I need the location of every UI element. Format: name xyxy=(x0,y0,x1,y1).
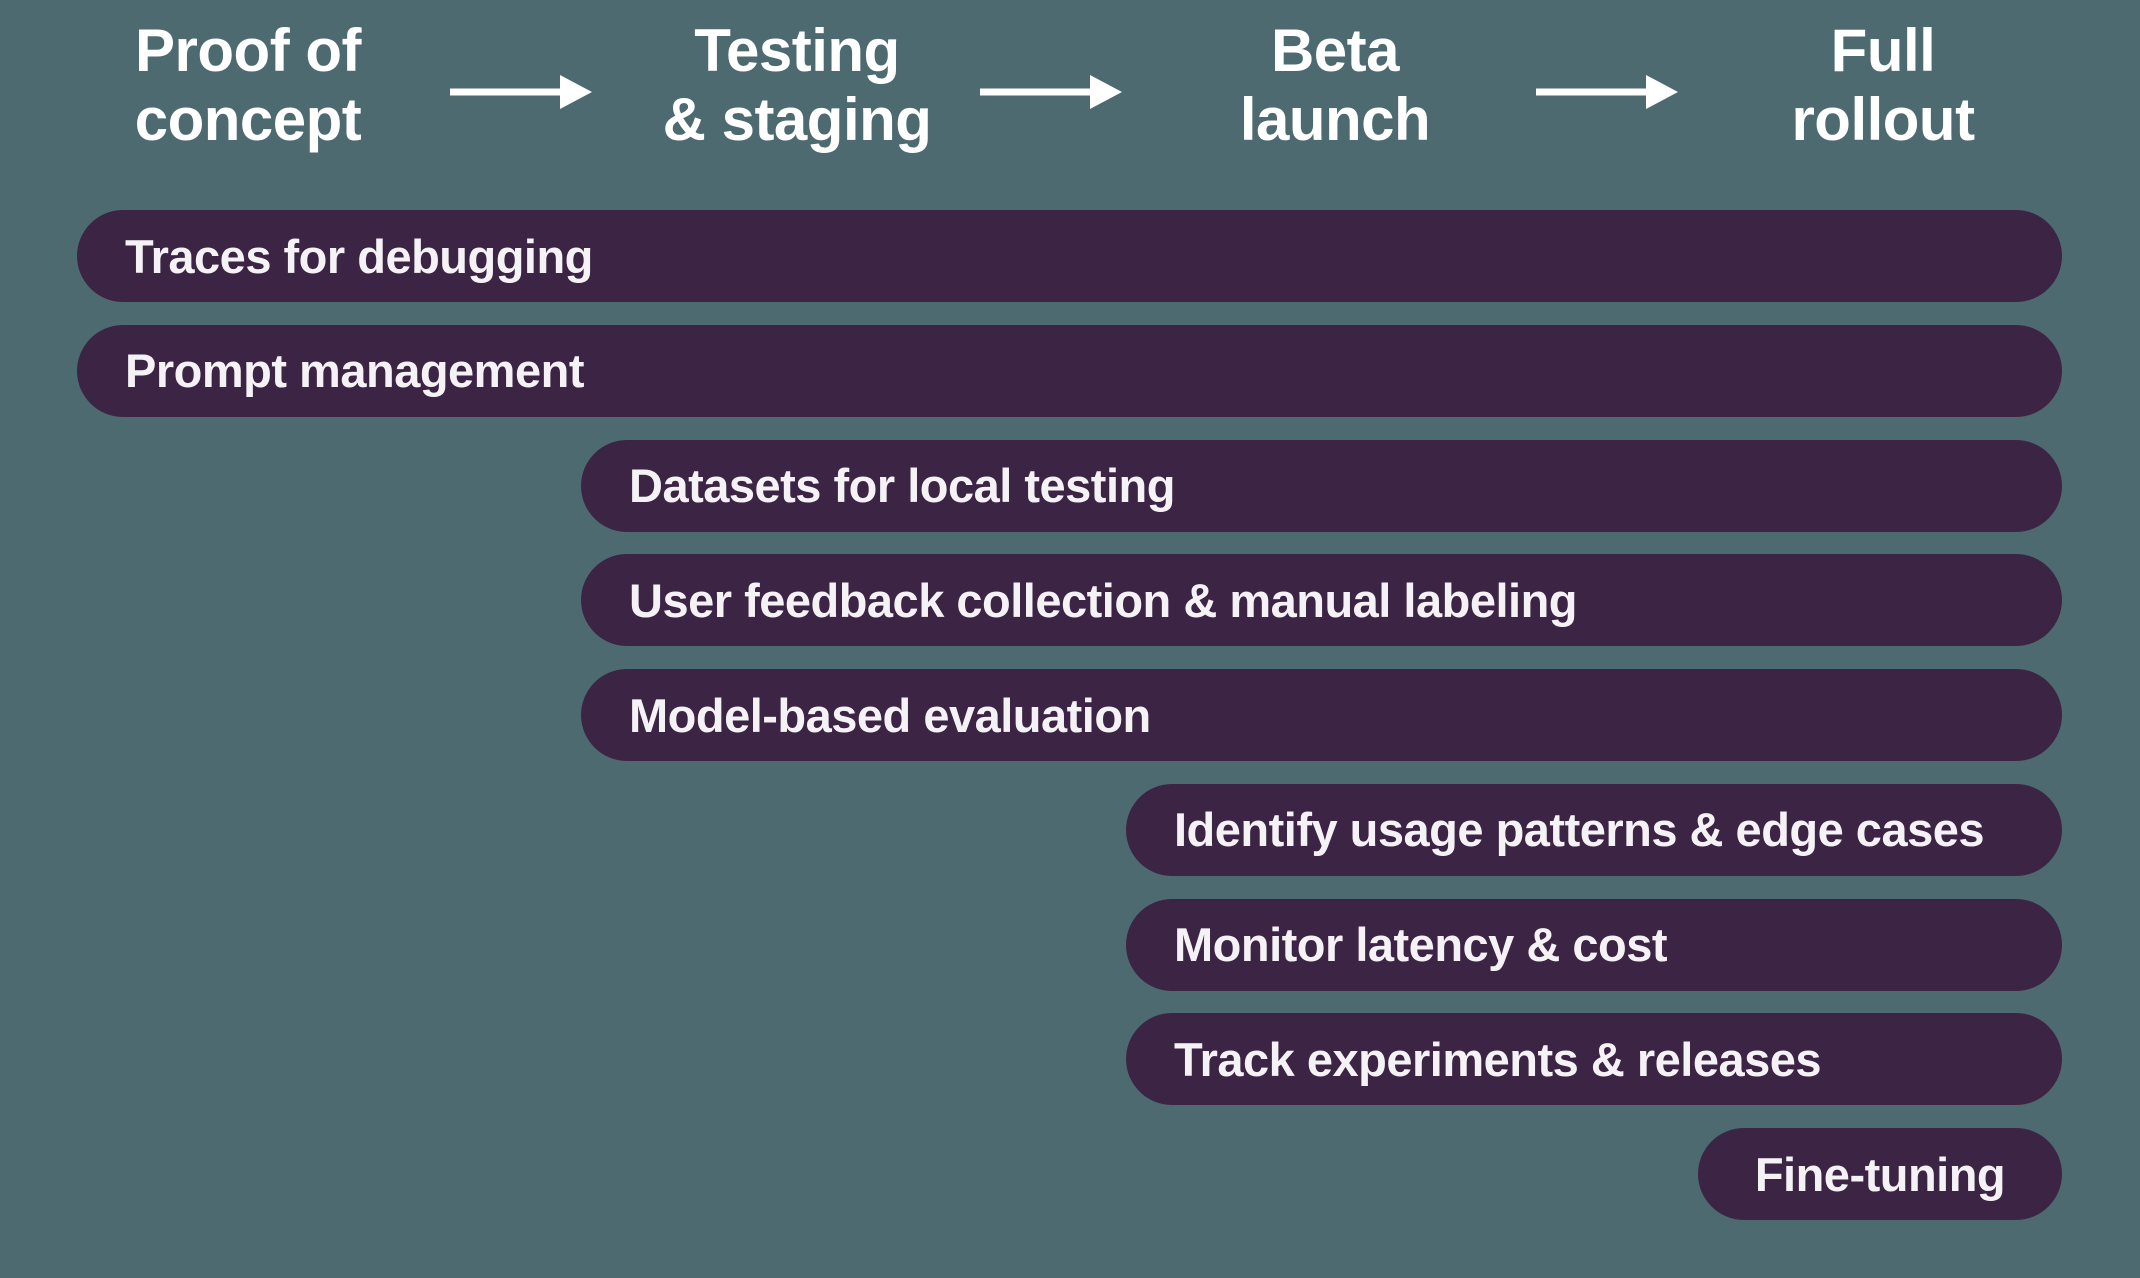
bar-label: Fine-tuning xyxy=(1754,1147,2006,1201)
arrow-right-icon xyxy=(1536,75,1678,109)
bar-label: User feedback collection & manual labeli… xyxy=(629,573,1578,627)
stage-header-beta-launch: Beta launch xyxy=(1239,17,1431,153)
bar-label: Track experiments & releases xyxy=(1174,1032,1822,1086)
bar-track-experiments-releases: Track experiments & releases xyxy=(1126,1013,2062,1106)
bar-monitor-latency-cost: Monitor latency & cost xyxy=(1126,898,2062,991)
bar-prompt-management: Prompt management xyxy=(77,324,2062,417)
bar-label: Prompt management xyxy=(125,344,584,398)
bar-traces-for-debugging: Traces for debugging xyxy=(77,210,2062,302)
bar-fine-tuning: Fine-tuning xyxy=(1698,1128,2062,1220)
bar-label: Identify usage patterns & edge cases xyxy=(1174,803,1985,857)
stage-header-proof-of-concept: Proof of concept xyxy=(134,17,362,153)
bar-label: Model-based evaluation xyxy=(629,688,1151,742)
bar-label: Monitor latency & cost xyxy=(1174,918,1668,971)
stage-header-testing-staging: Testing & staging xyxy=(662,17,932,153)
arrow-right-icon xyxy=(980,75,1122,109)
bar-model-based-evaluation: Model-based evaluation xyxy=(581,669,2062,761)
stage-header-full-rollout: Full rollout xyxy=(1791,17,1975,153)
bar-user-feedback-collection-manual-labeling: User feedback collection & manual labeli… xyxy=(581,554,2062,647)
bar-label: Datasets for local testing xyxy=(629,459,1175,512)
bar-identify-usage-patterns-edge-cases: Identify usage patterns & edge cases xyxy=(1126,783,2062,876)
arrow-right-icon xyxy=(450,75,592,109)
bar-datasets-for-local-testing: Datasets for local testing xyxy=(581,439,2062,532)
bar-label: Traces for debugging xyxy=(125,229,593,283)
